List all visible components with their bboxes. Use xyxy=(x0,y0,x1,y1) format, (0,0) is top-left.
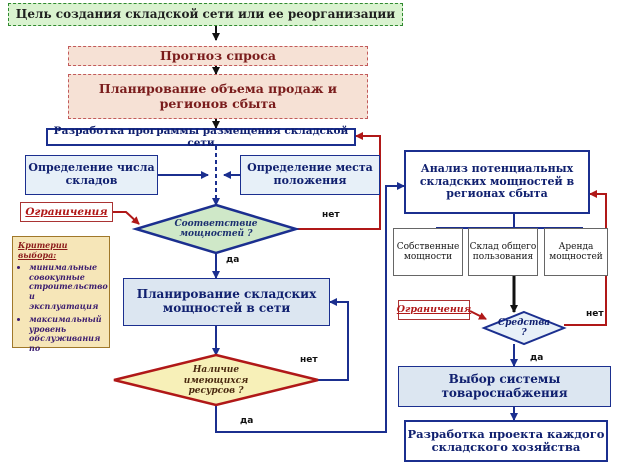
decision-compat-label: Соответствие мощностей ? xyxy=(174,218,258,239)
limits-right-box: Ограничения xyxy=(397,300,471,320)
criteria-item: максимальный уровень обслуживания по xyxy=(29,314,104,353)
decision-diamond-resources xyxy=(113,353,319,407)
develop-project-box: Разработка проекта каждого складского хо… xyxy=(404,420,608,462)
rent-box: Аренда мощностей xyxy=(544,228,608,276)
choose-system-box: Выбор системы товароснабжения xyxy=(398,366,611,407)
sales-planning-box: Планирование объема продаж и регионов сб… xyxy=(68,74,368,119)
public-warehouse-box: Склад общего пользования xyxy=(468,228,538,276)
criteria-title: Критерии выбора: xyxy=(18,240,68,260)
decision-diamond-means xyxy=(481,310,567,346)
yes-label: да xyxy=(530,353,544,363)
yes-label: да xyxy=(240,416,254,426)
yes-label: да xyxy=(226,255,240,265)
location-box: Определение места положения xyxy=(240,155,380,195)
limits-left-box: Ограничения xyxy=(20,202,113,222)
program-box: Разработка программы размещения складско… xyxy=(46,125,356,149)
forecast-box: Прогноз спроса xyxy=(68,46,368,66)
decision-diamond-compat xyxy=(131,203,301,255)
analysis-box: Анализ потенциальных складских мощностей… xyxy=(404,150,590,214)
count-box: Определение числа складов xyxy=(25,155,158,195)
no-label: нет xyxy=(586,309,604,319)
criteria-item: минимальные совокупные строительство и э… xyxy=(29,262,108,311)
goal-box: Цель создания складской сети или ее реор… xyxy=(8,3,403,26)
decision-resources-label: Наличие имеющихся ресурсов ? xyxy=(183,365,249,397)
own-capacity-box: Собственные мощности xyxy=(393,228,463,276)
planning-capacity-box: Планирование складских мощностей в сети xyxy=(123,278,330,326)
decision-means-label: Средства ? xyxy=(497,317,551,338)
no-label: нет xyxy=(322,210,340,220)
no-label: нет xyxy=(300,355,318,365)
criteria-panel: Критерии выбора: минимальные совокупные … xyxy=(12,236,110,353)
